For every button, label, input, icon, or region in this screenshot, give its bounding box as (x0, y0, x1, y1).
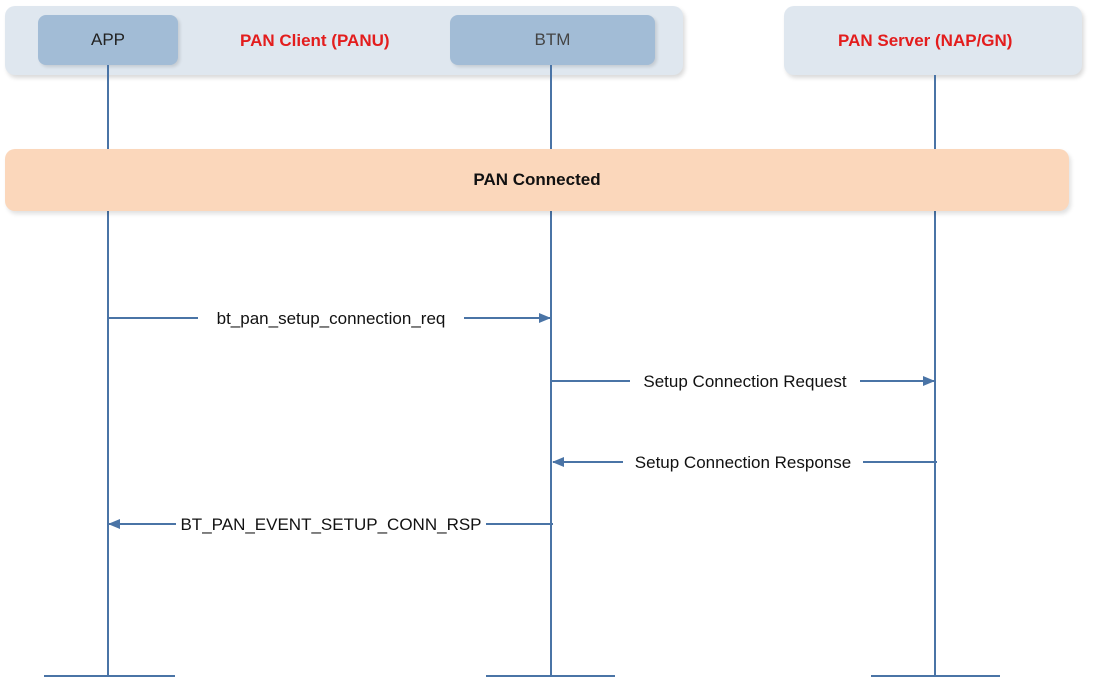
message-label-2: Setup Connection Request (643, 372, 846, 391)
pan-connected-label: PAN Connected (473, 170, 601, 189)
pan-client-title: PAN Client (PANU) (240, 31, 390, 50)
message-label-4: BT_PAN_EVENT_SETUP_CONN_RSP (180, 515, 481, 534)
message-label-3: Setup Connection Response (635, 453, 851, 472)
pan-connected-banner: PAN Connected (5, 149, 1069, 211)
pan-server-group (784, 6, 1082, 75)
btm-actor: BTM (450, 15, 655, 65)
message-label-1: bt_pan_setup_connection_req (217, 309, 446, 328)
btm-actor-label: BTM (534, 30, 571, 49)
app-actor-label: APP (90, 30, 126, 49)
pan-server-title: PAN Server (NAP/GN) (838, 31, 1013, 50)
app-actor: APP (38, 15, 178, 65)
